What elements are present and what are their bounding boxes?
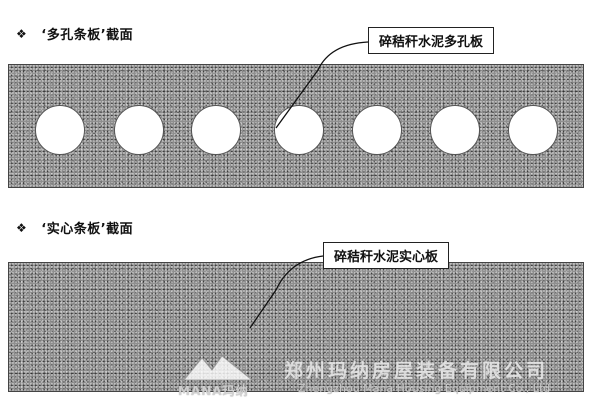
- hollow-core-hole: [430, 105, 480, 155]
- mana-logo-icon: [182, 355, 254, 381]
- diamond-bullet-icon: ❖: [16, 220, 28, 235]
- solid-board-callout: 碎秸秆水泥实心板: [323, 242, 450, 269]
- hollow-core-hole: [508, 105, 558, 155]
- hollow-core-hole: [114, 105, 164, 155]
- hollow-section-heading: ❖ ‘多孔条板’截面: [16, 24, 134, 44]
- watermark-company-english: Zhengzhou Mana Housing Equipment Co., Lt…: [298, 382, 551, 395]
- hollow-core-hole: [35, 105, 85, 155]
- diamond-bullet-icon: ❖: [16, 26, 28, 41]
- company-watermark: MANA玛纳 郑州玛纳房屋装备有限公司 Zhengzhou Mana Housi…: [176, 352, 586, 408]
- hollow-section-title: ‘多孔条板’截面: [41, 28, 134, 43]
- watermark-brand: MANA玛纳: [178, 382, 249, 399]
- solid-section-heading: ❖ ‘实心条板’截面: [16, 218, 134, 238]
- watermark-company-name: 郑州玛纳房屋装备有限公司: [284, 360, 549, 382]
- hollow-core-hole: [274, 105, 324, 155]
- hollow-board-callout: 碎秸秆水泥多孔板: [368, 27, 495, 54]
- watermark-brand-latin: MANA: [178, 384, 223, 398]
- hollow-core-hole: [352, 105, 402, 155]
- solid-section-title: ‘实心条板’截面: [41, 222, 134, 237]
- hollow-core-hole: [191, 105, 241, 155]
- hollow-core-panel: [8, 64, 584, 188]
- watermark-brand-cn: 玛纳: [222, 384, 249, 398]
